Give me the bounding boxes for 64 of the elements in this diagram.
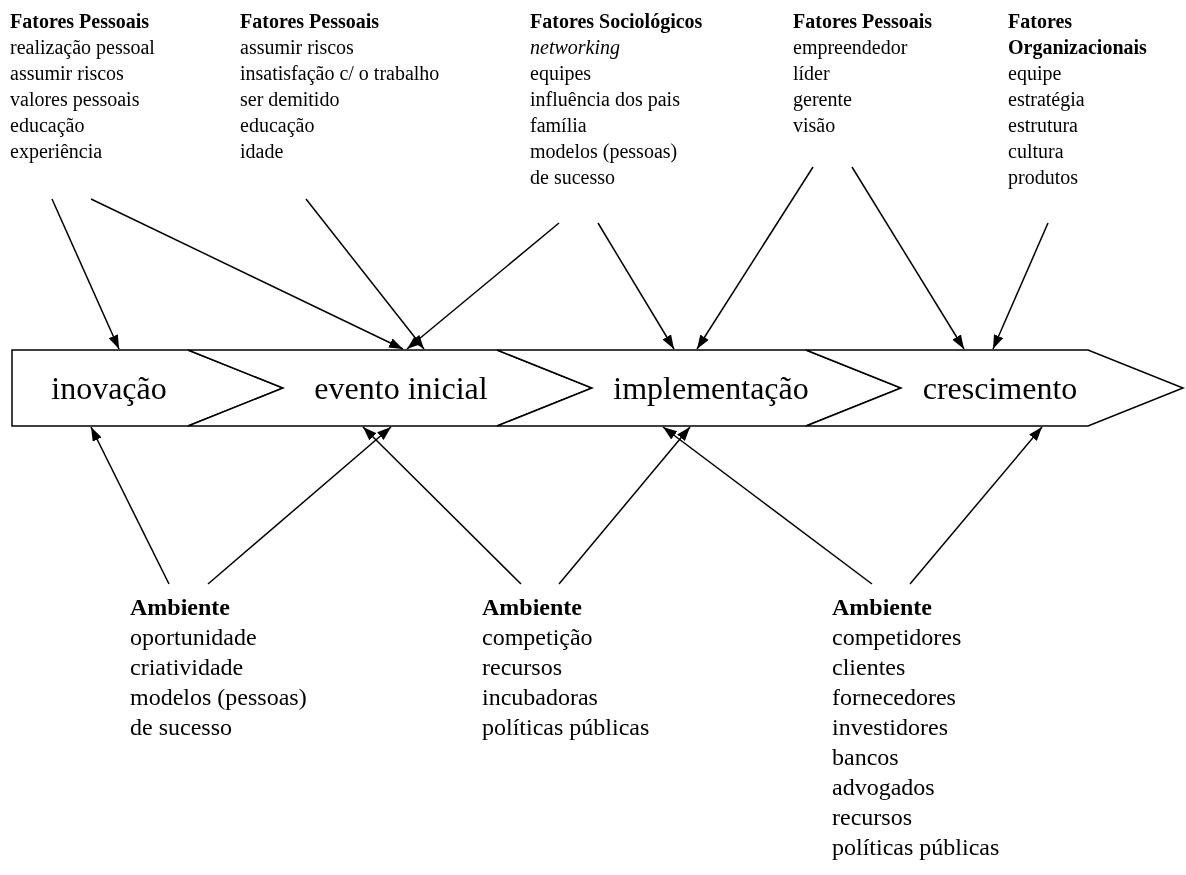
- factor-item: investidores: [832, 713, 948, 742]
- factor-item: clientes: [832, 653, 906, 682]
- factor-item: valores pessoais: [10, 87, 140, 112]
- factor-item: empreendedor: [793, 35, 908, 60]
- factor-item: incubadoras: [482, 683, 598, 712]
- arrow: [305, 198, 425, 350]
- arrow: [207, 426, 392, 585]
- factor-item: recursos: [482, 653, 562, 682]
- factor-item: educação: [240, 113, 315, 138]
- factor-item: cultura: [1008, 139, 1064, 164]
- stage-label: inovação: [51, 369, 167, 407]
- environment-heading: Ambiente: [482, 593, 582, 622]
- factor-item: políticas públicas: [832, 833, 1000, 862]
- arrow: [558, 426, 691, 585]
- factor-item: bancos: [832, 743, 899, 772]
- factor-heading: Fatores Pessoais: [10, 9, 150, 34]
- environment-heading: Ambiente: [832, 593, 932, 622]
- environment-heading: Ambiente: [130, 593, 230, 622]
- stage-label: implementação: [613, 369, 809, 407]
- factor-item: idade: [240, 139, 284, 164]
- factor-item: oportunidade: [130, 623, 257, 652]
- factor-item: produtos: [1008, 165, 1078, 190]
- factor-item: assumir riscos: [10, 61, 124, 86]
- factor-item: família: [530, 113, 587, 138]
- arrow: [90, 426, 170, 585]
- arrow: [909, 426, 1043, 585]
- arrow: [851, 166, 965, 350]
- factor-item: estratégia: [1008, 87, 1085, 112]
- factor-heading: Fatores Pessoais: [240, 9, 380, 34]
- factor-item: experiência: [10, 139, 103, 164]
- stage-label: evento inicial: [314, 369, 488, 407]
- factor-heading: Fatores Pessoais: [793, 9, 933, 34]
- factor-item: fornecedores: [832, 683, 956, 712]
- factor-item: modelos (pessoas) de sucesso: [530, 139, 679, 190]
- factor-item: recursos: [832, 803, 912, 832]
- factor-item: assumir riscos: [240, 35, 354, 60]
- factor-item: equipes: [530, 61, 592, 86]
- factor-item: equipe: [1008, 61, 1062, 86]
- factor-item: realização pessoal: [10, 35, 155, 60]
- factor-item: competição: [482, 623, 593, 652]
- arrow: [662, 426, 873, 585]
- arrow: [90, 198, 404, 350]
- arrow: [51, 198, 120, 350]
- arrow: [696, 166, 814, 350]
- factor-item: educação: [10, 113, 85, 138]
- arrow: [362, 426, 522, 585]
- factor-item: advogados: [832, 773, 935, 802]
- factor-item: estrutura: [1008, 113, 1078, 138]
- factor-item: competidores: [832, 623, 962, 652]
- factor-item: visão: [793, 113, 836, 138]
- factor-item: líder: [793, 61, 830, 86]
- factor-item: gerente: [793, 87, 852, 112]
- factor-item: networking: [530, 35, 620, 60]
- factor-item: influência dos pais: [530, 87, 680, 112]
- factor-item: criatividade: [130, 653, 244, 682]
- arrow: [406, 222, 560, 350]
- arrow: [597, 222, 675, 350]
- factor-item: modelos (pessoas) de sucesso: [130, 683, 308, 742]
- factor-heading: Fatores Sociológicos: [530, 9, 703, 34]
- factor-item: insatisfação c/ o trabalho: [240, 61, 440, 86]
- factor-item: ser demitido: [240, 87, 340, 112]
- arrow: [992, 222, 1049, 350]
- factor-item: políticas públicas: [482, 713, 650, 742]
- stage-label: crescimento: [922, 369, 1078, 407]
